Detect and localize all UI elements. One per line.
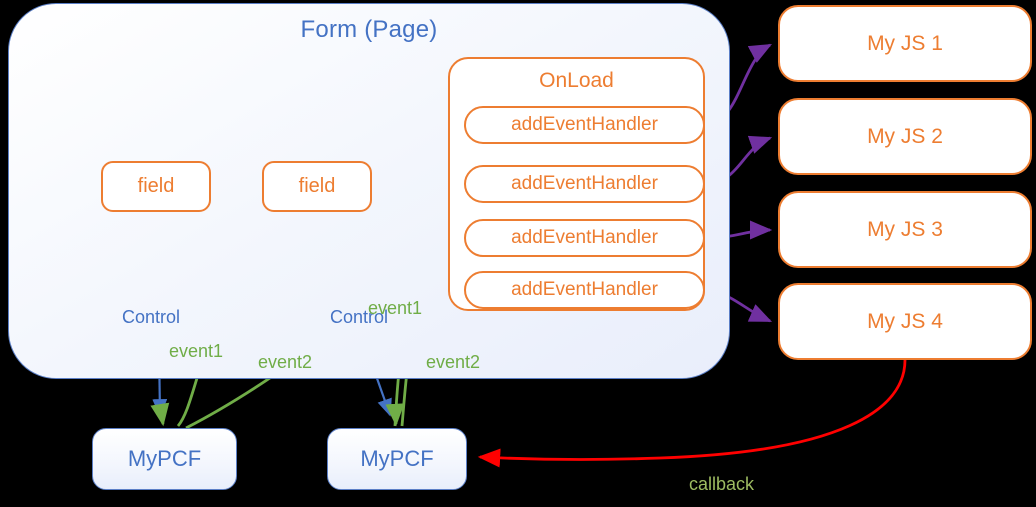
my-js-label-2: My JS 2 <box>867 124 943 148</box>
my-js-label-1: My JS 1 <box>867 31 943 55</box>
add-event-handler-3[interactable]: addEventHandler <box>464 219 705 257</box>
edge-label-event1-b: event1 <box>368 298 423 318</box>
edge-arrowhead-pcf2 <box>385 403 405 427</box>
my-js-label-4: My JS 4 <box>867 309 943 333</box>
add-event-handler-1[interactable]: addEventHandler <box>464 106 705 144</box>
edge-label-event2-a: event2 <box>258 352 313 372</box>
field-label-2: field <box>298 175 336 197</box>
edge-arrowhead-pcf1 <box>150 402 170 427</box>
form-page-title: Form (Page) <box>300 16 438 43</box>
my-js-label-3: My JS 3 <box>867 217 943 241</box>
edge-label-control-1: Control <box>122 307 181 327</box>
my-js-box-2[interactable]: My JS 2 <box>778 98 1032 175</box>
onload-title: OnLoad <box>539 69 614 92</box>
edge-label-event1-a: event1 <box>169 341 224 361</box>
add-event-handler-4[interactable]: addEventHandler <box>464 271 705 309</box>
my-js-box-3[interactable]: My JS 3 <box>778 191 1032 268</box>
add-event-handler-label-2: addEventHandler <box>511 173 658 194</box>
field-box-1[interactable]: field <box>101 161 211 212</box>
mypcf-label-1: MyPCF <box>127 446 202 471</box>
edge-callback-js4-to-pcf2 <box>477 359 907 468</box>
add-event-handler-label-3: addEventHandler <box>511 227 658 248</box>
my-js-box-4[interactable]: My JS 4 <box>778 283 1032 360</box>
add-event-handler-label-4: addEventHandler <box>511 279 658 300</box>
edge-label-event2-b: event2 <box>426 352 481 372</box>
mypcf-box-2[interactable]: MyPCF <box>327 428 467 490</box>
add-event-handler-label-1: addEventHandler <box>511 114 658 135</box>
mypcf-box-1[interactable]: MyPCF <box>92 428 237 490</box>
mypcf-label-2: MyPCF <box>360 446 434 471</box>
edge-label-callback: callback <box>689 474 755 494</box>
my-js-box-1[interactable]: My JS 1 <box>778 5 1032 82</box>
add-event-handler-2[interactable]: addEventHandler <box>464 165 705 203</box>
field-box-2[interactable]: field <box>262 161 372 212</box>
edge-label-control-2: Control <box>330 307 389 327</box>
field-label-1: field <box>137 175 175 197</box>
